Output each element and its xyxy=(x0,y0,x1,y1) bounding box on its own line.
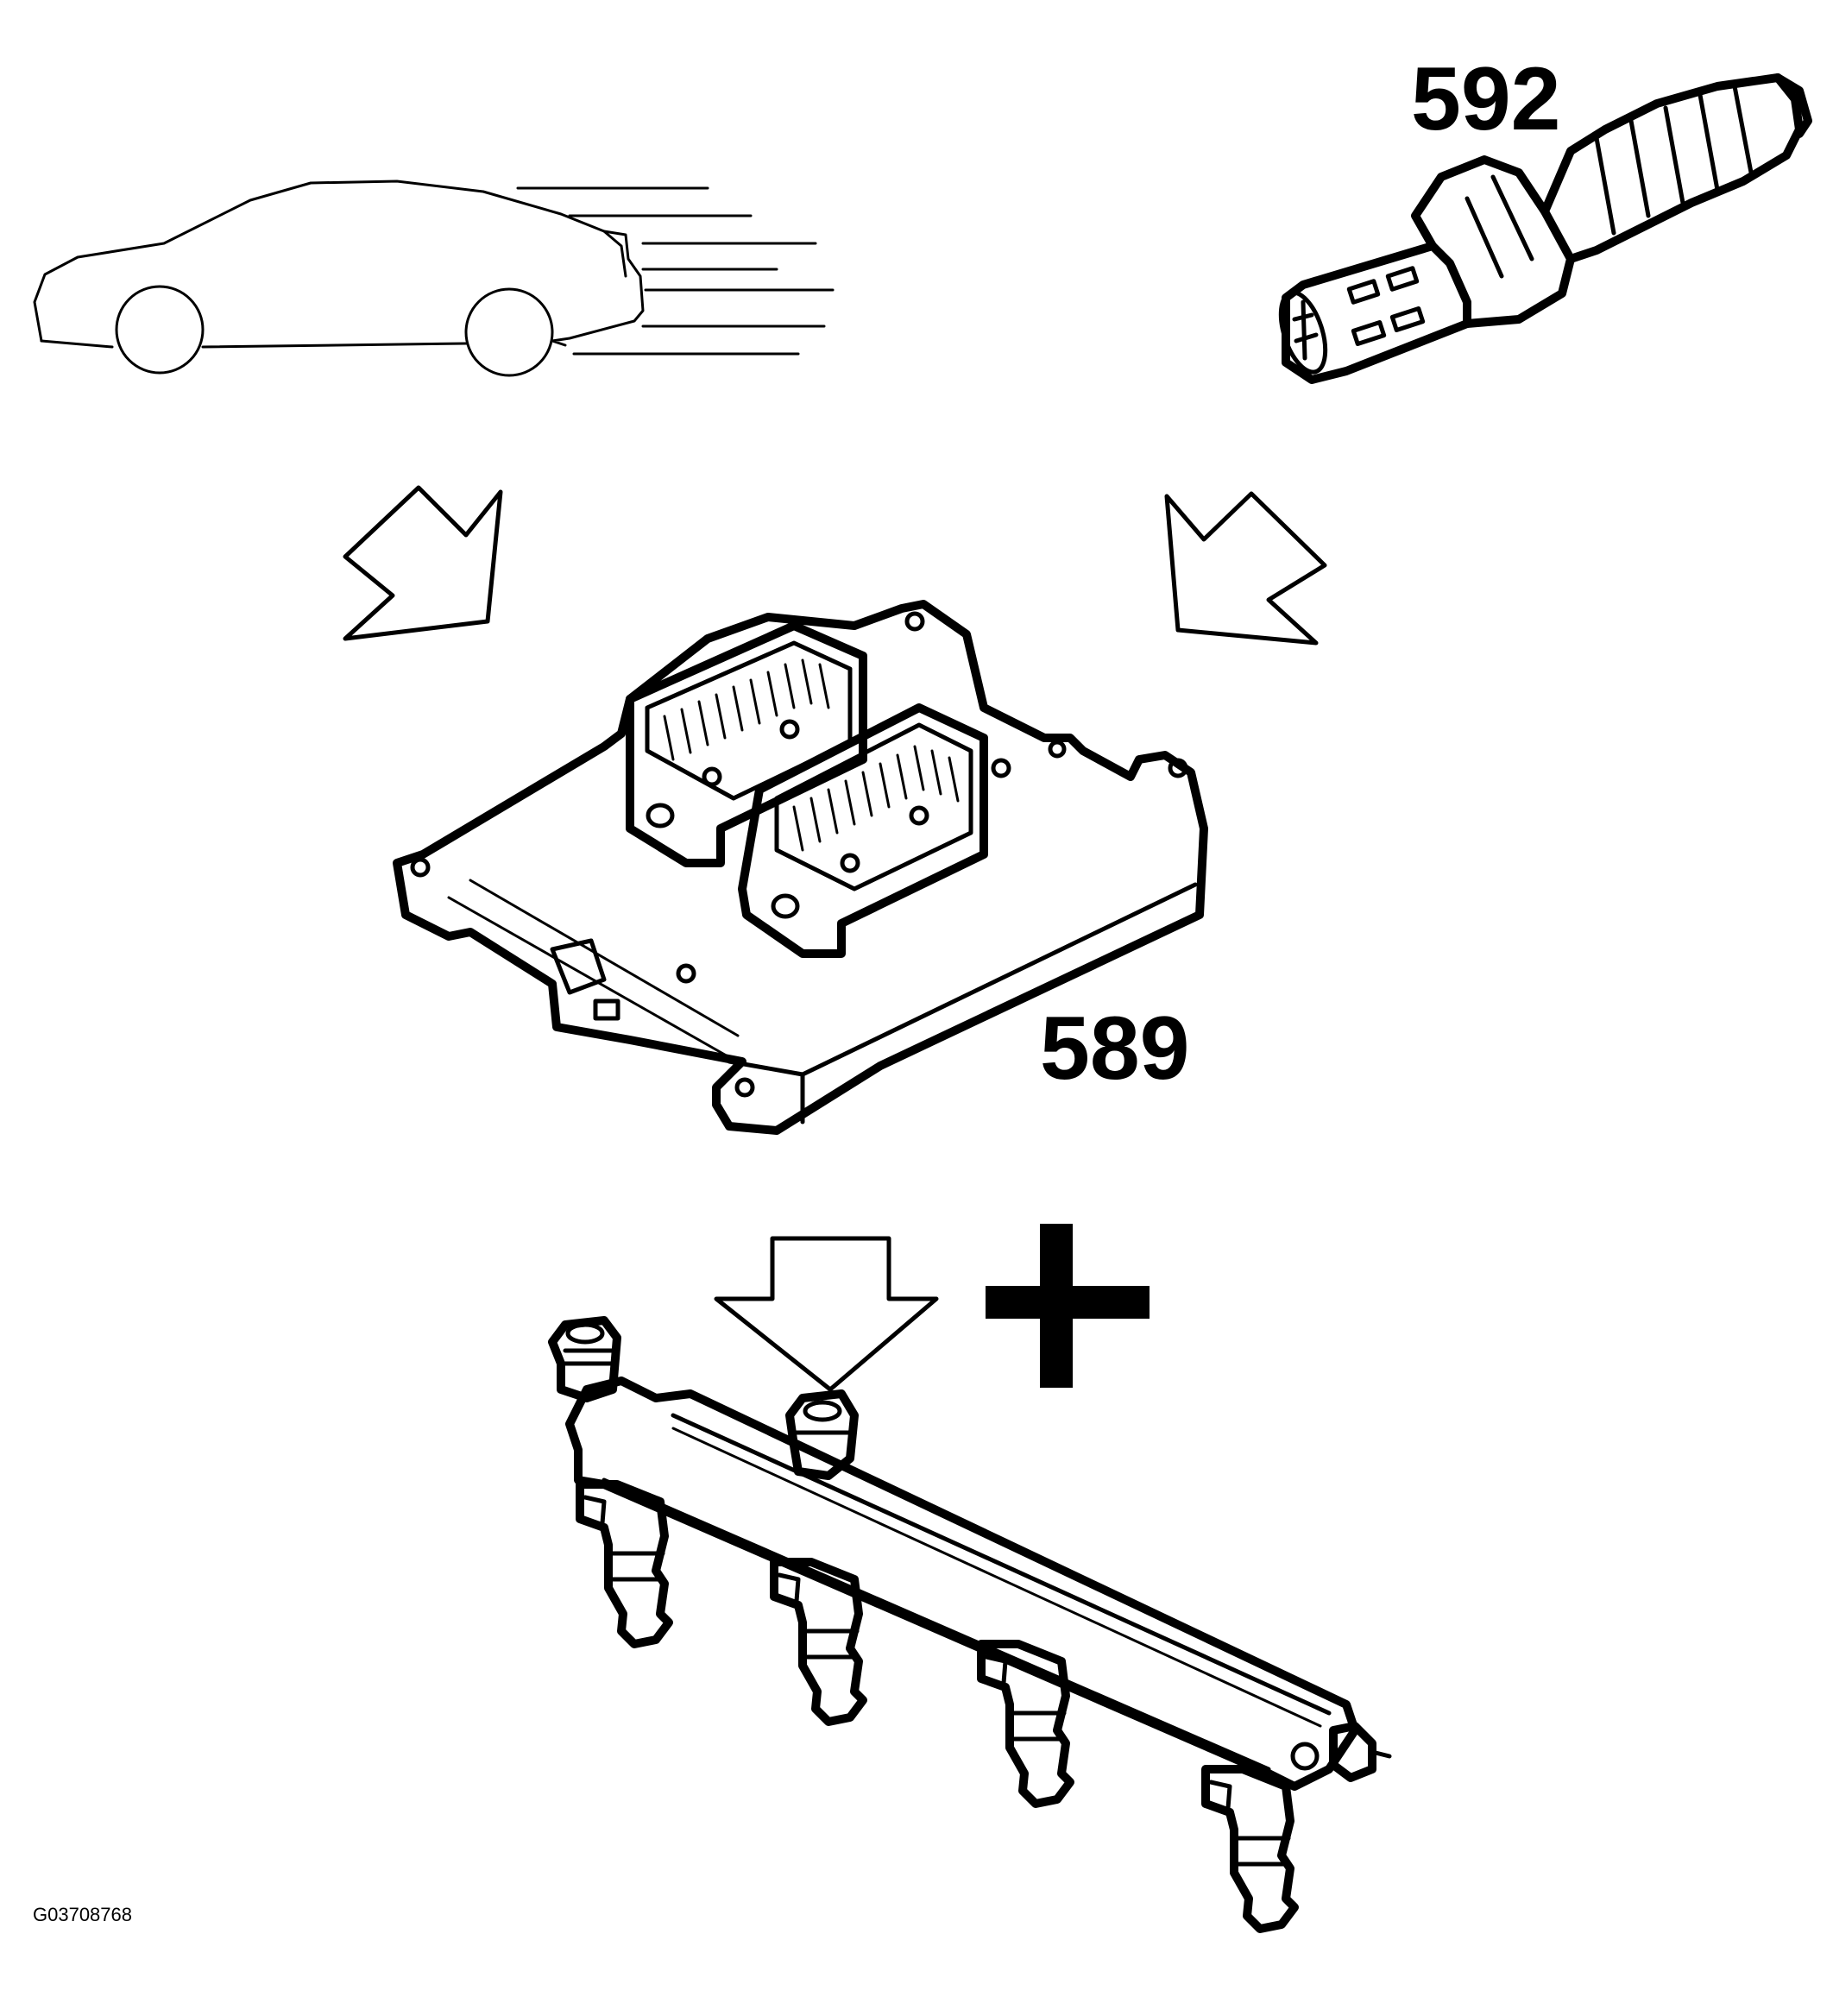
injector xyxy=(977,1640,1074,1808)
label-589: 589 xyxy=(1040,999,1190,1099)
injector xyxy=(770,1558,867,1726)
arrow-down-icon xyxy=(714,1236,939,1392)
figure-id: G03708768 xyxy=(33,1904,132,1925)
oxygen-sensor-icon: 592 xyxy=(1278,49,1812,384)
plus-icon xyxy=(986,1224,1150,1388)
label-592: 592 xyxy=(1411,49,1561,149)
injector xyxy=(576,1480,673,1648)
arrow-down-left-icon xyxy=(1164,491,1327,646)
injector xyxy=(1201,1765,1299,1933)
arrow-down-right-icon xyxy=(343,485,503,641)
fuel-rail-injectors-icon xyxy=(548,1316,1392,1933)
control-module-icon: 589 xyxy=(393,600,1208,1135)
speed-lines xyxy=(516,186,835,356)
car-icon xyxy=(33,180,835,377)
